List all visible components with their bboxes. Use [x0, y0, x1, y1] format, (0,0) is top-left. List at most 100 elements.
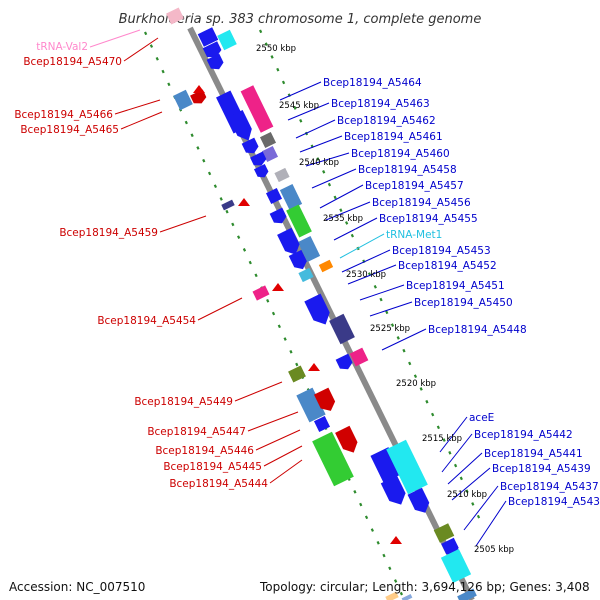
gene-label: Bcep18194_A5462: [337, 115, 436, 127]
gene-label: Bcep18194_A5447: [147, 426, 246, 438]
genome-summary-text: Topology: circular; Length: 3,694,126 bp…: [260, 580, 590, 594]
gene-arrow: [269, 207, 287, 224]
gene-label: Bcep18194_A5470: [23, 56, 122, 68]
kbp-scale-label: 2510 kbp: [447, 490, 487, 500]
label-leader-line: [441, 433, 473, 473]
gene-feature: [386, 439, 428, 495]
gene-feature: [221, 199, 235, 211]
gene-label: Bcep18194_A5457: [365, 180, 464, 192]
gene-label: Bcep18194_A5439: [492, 463, 591, 475]
gene-arrow: [288, 249, 307, 270]
kbp-scale-label: 2505 kbp: [474, 545, 514, 555]
label-leader-line: [359, 284, 405, 301]
gene-label: Bcep18194_A5442: [474, 429, 573, 441]
gene-arrow: [380, 475, 406, 505]
label-leader-line: [197, 297, 243, 321]
gene-feature: [433, 523, 455, 543]
gene-feature: [261, 145, 279, 163]
gene-feature: [197, 27, 219, 47]
label-leader-line: [269, 459, 303, 484]
label-leader-line: [255, 429, 301, 451]
kbp-scale-label: 2545 kbp: [279, 101, 319, 111]
gene-label: Bcep18194_A5437: [500, 481, 599, 493]
gene-arrow: [313, 387, 336, 411]
label-leader-line: [123, 37, 159, 62]
gene-feature: [296, 387, 326, 423]
label-leader-line: [287, 102, 330, 121]
kbp-scale-label: 2535 kbp: [323, 214, 363, 224]
gene-feature: [401, 594, 413, 600]
gene-label: Bcep18194_A5451: [406, 280, 505, 292]
gene-feature: [440, 549, 472, 583]
gene-arrow-minus: [193, 85, 205, 93]
gene-feature: [259, 131, 277, 149]
gene-feature: [286, 204, 312, 238]
gene-arrow: [277, 227, 300, 255]
gene-arrow: [228, 110, 252, 141]
gene-arrow: [304, 293, 330, 325]
label-leader-line: [333, 217, 378, 241]
gene-label: Bcep18194_A5465: [20, 124, 119, 136]
gene-label: Bcep18194_A5450: [414, 297, 513, 309]
label-leader-line: [475, 500, 507, 547]
gene-arrow: [335, 425, 358, 453]
gene-features: [166, 7, 477, 600]
gene-feature: [265, 187, 283, 205]
accession-text: Accession: NC_007510: [9, 580, 146, 594]
gene-arrow: [441, 537, 459, 556]
kbp-scale-label: 2515 kbp: [422, 434, 462, 444]
kbp-scale-label: 2540 kbp: [299, 158, 339, 168]
gene-feature: [370, 447, 402, 483]
gene-feature: [252, 285, 270, 301]
gene-label: Bcep18194_A5453: [392, 245, 491, 257]
map-title: Burkholderia sp. 383 chromosome 1, compl…: [119, 12, 482, 27]
kbp-scale-label: 2520 kbp: [396, 379, 436, 389]
gene-label: Bcep18194_A5459: [59, 227, 158, 239]
gene-arrow: [190, 89, 207, 104]
gene-arrow-minus: [390, 536, 402, 544]
gene-arrow: [335, 353, 353, 370]
gene-label: Bcep18194_A5454: [97, 315, 196, 327]
gene-arrow: [241, 137, 259, 154]
gene-label: Bcep18194_A5455: [379, 213, 478, 225]
tick-track-1: [143, 31, 404, 596]
label-leader-line: [463, 485, 499, 531]
gene-feature: [279, 184, 303, 210]
label-leader-line: [305, 152, 350, 167]
label-leader-line: [234, 381, 283, 402]
gene-label: Bcep18194_A5449: [134, 396, 233, 408]
label-leader-line: [439, 416, 468, 453]
gene-arrow: [407, 487, 430, 513]
label-leader-line: [279, 81, 322, 101]
label-leaders: [89, 29, 507, 547]
gene-label: Bcep18194_A5446: [155, 445, 254, 457]
gene-label: Bcep18194_A5445: [163, 461, 262, 473]
label-leader-line: [247, 411, 299, 432]
label-leader-line: [89, 29, 141, 48]
label-leader-line: [311, 168, 357, 189]
gene-feature: [318, 259, 334, 273]
label-leader-line: [369, 301, 413, 317]
gene-feature: [288, 365, 306, 383]
gene-feature: [349, 347, 369, 367]
gene-arrow-minus: [272, 283, 284, 291]
gene-feature: [329, 313, 355, 345]
label-leader-line: [299, 135, 343, 153]
gene-label: Bcep18194_A5456: [372, 197, 471, 209]
label-leader-line: [325, 201, 371, 221]
gene-label: Bcep18194_A5448: [428, 324, 527, 336]
label-leader-line: [381, 328, 427, 351]
gene-label: Bcep18194_A5463: [331, 98, 430, 110]
gene-label: tRNA-Met1: [386, 229, 442, 241]
gene-label: aceE: [469, 412, 494, 424]
gene-arrow: [206, 53, 224, 70]
gene-feature: [274, 167, 290, 183]
gene-label: Bcep18194_A5436: [508, 496, 600, 508]
gene-arrow: [253, 163, 269, 178]
label-leader-line: [159, 215, 207, 233]
gene-arrow-minus: [238, 198, 250, 206]
gene-label: tRNA-Val2: [36, 41, 88, 53]
gene-arrow: [202, 41, 222, 58]
gene-label: Bcep18194_A5464: [323, 77, 422, 89]
gene-feature: [240, 85, 274, 133]
